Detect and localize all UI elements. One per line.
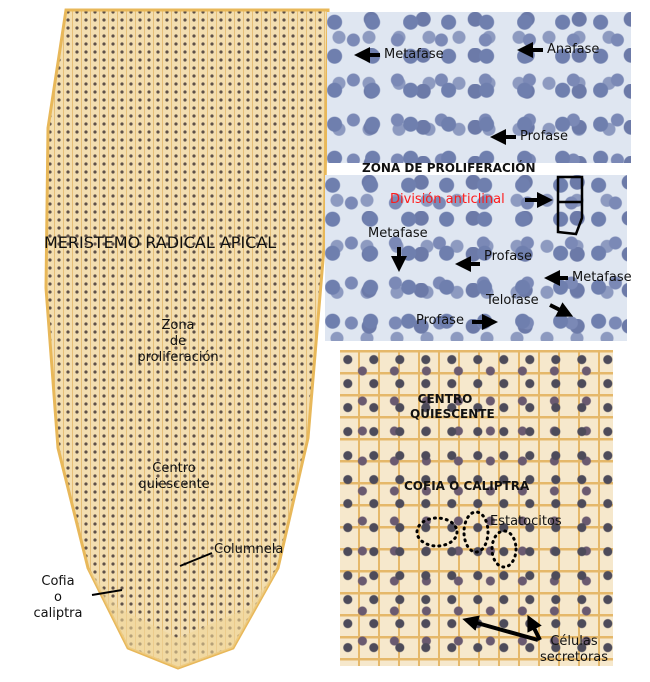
estatocito-outline-2 [462,510,490,554]
estatocito-outline-3 [490,529,518,569]
cofia-label: Cofia o caliptra [28,574,88,622]
zona-line-3: proliferación [137,350,219,365]
root-shape [44,8,330,670]
meristem-title: MERISTEMO RADICAL APICAL [44,233,277,252]
zona-heading: ZONA DE PROLIFERACIÓN [362,161,536,175]
cofia-leader [91,589,123,596]
division-anticlinal-label: División anticlinal [390,192,505,207]
zona-line-2: de [169,334,187,349]
celulas-line-1: Células [550,634,598,649]
cofia-caliptra-label: COFIA O CALIPTRA [404,479,530,493]
zona-line-1: Zona [161,318,195,333]
centro-q-line-2: QUIESCENTE [410,407,495,421]
centro-line-1: Centro [152,461,196,476]
celulas-line-2: secretoras [539,650,609,665]
estatocitos-label: Estatocitos [490,514,562,529]
celulas-secretoras-label: Células secretoras [536,634,612,666]
mitosis-micrograph-middle [325,175,627,341]
cofia-line-3: caliptra [33,606,83,621]
anafase-label: Anafase [547,42,600,57]
arrow-telofase [549,302,574,317]
centro-q-line-1: CENTRO [417,392,473,406]
metafase-label-left: Metafase [368,226,428,241]
profase-label-mid: Profase [484,249,532,264]
root-cap-micrograph [340,350,613,666]
centro-quiescente-label: CENTRO QUIESCENTE [410,392,495,422]
metafase-label-top: Metafase [384,47,444,62]
estatocito-outline-1 [415,516,459,548]
root-micrograph [28,8,333,673]
metafase-label-right: Metafase [572,270,632,285]
centro-label: Centro quiescente [124,461,224,493]
cofia-line-2: o [54,590,62,605]
arrow-secretoras-2 [527,614,542,641]
zona-label: Zona de proliferación [128,318,228,366]
profase-label-top: Profase [520,129,568,144]
telofase-label: Telofase [486,293,539,308]
columnela-label: Columnela [214,542,284,557]
arrow-secretoras-1 [462,615,539,642]
cofia-line-1: Cofia [41,574,75,589]
profase-label-bottom: Profase [416,313,464,328]
centro-line-2: quiescente [138,477,210,492]
mitosis-micrograph-top [327,12,631,163]
anticlinal-division-outline [556,175,584,236]
columnela-leader [179,552,213,567]
